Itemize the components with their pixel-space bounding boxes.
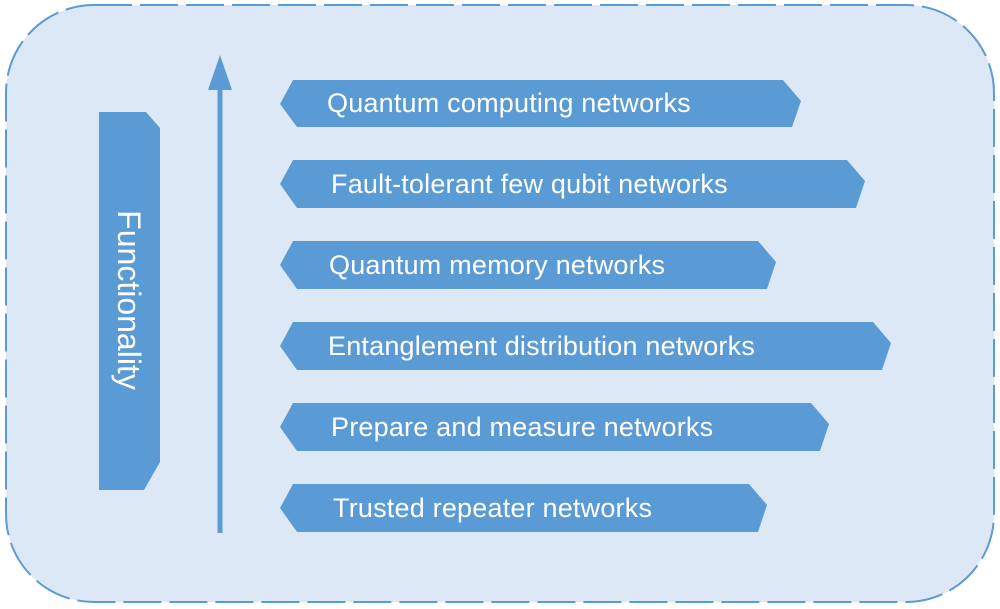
level-label-quantum-memory: Quantum memory networks	[329, 250, 666, 280]
dashed-container	[5, 4, 995, 603]
level-label-prepare-measure: Prepare and measure networks	[331, 412, 714, 442]
level-banner	[280, 160, 865, 208]
level-banner	[280, 403, 829, 451]
level-banner	[280, 80, 801, 127]
level-banner	[280, 484, 767, 532]
level-label-fault-tolerant: Fault-tolerant few qubit networks	[331, 169, 728, 199]
functionality-banner	[99, 112, 160, 490]
level-banner	[280, 322, 891, 370]
up-arrow-icon	[208, 55, 232, 533]
functionality-label: Functionality	[111, 210, 147, 390]
level-label-trusted-repeater: Trusted repeater networks	[333, 493, 653, 523]
level-label-quantum-computing: Quantum computing networks	[327, 88, 691, 118]
level-banner	[280, 241, 776, 289]
level-label-entanglement-distribution: Entanglement distribution networks	[328, 331, 756, 361]
